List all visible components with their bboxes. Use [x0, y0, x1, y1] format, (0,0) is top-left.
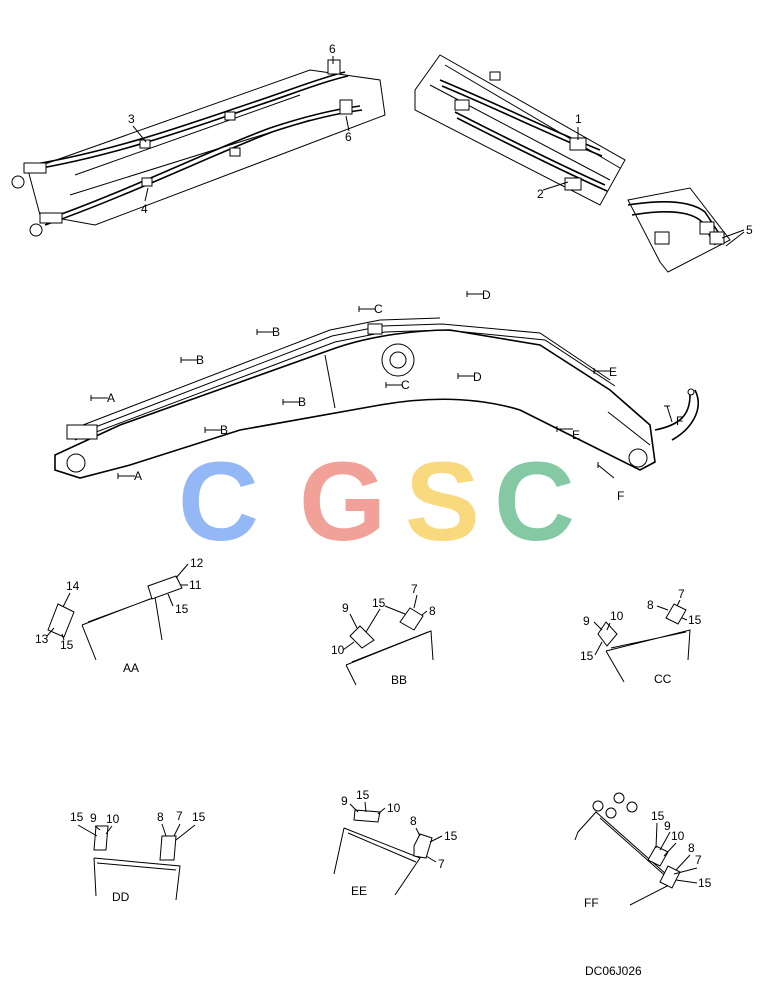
callout-aa-15a: 15: [60, 638, 74, 652]
callout-5: 5: [746, 223, 753, 237]
arm-piping-detail: [11, 59, 386, 237]
boom-base-detail: [414, 54, 626, 206]
section-ff: 15 9 10 8 7 15 FF: [574, 792, 712, 910]
marker-b3: B: [298, 395, 306, 409]
callout-dd-7: 7: [176, 809, 183, 823]
callout-bb-7: 7: [411, 582, 418, 596]
callout-aa-13: 13: [35, 632, 49, 646]
callout-ff-7: 7: [695, 853, 702, 867]
callout-aa-12: 12: [190, 556, 204, 570]
section-label-bb: BB: [391, 673, 407, 687]
section-bb: 9 15 10 7 8 BB: [331, 582, 436, 687]
marker-f1: F: [676, 414, 683, 428]
bracket-detail: [627, 187, 731, 273]
section-label-aa: AA: [123, 661, 139, 675]
callout-ee-15a: 15: [356, 788, 370, 802]
callout-4: 4: [141, 202, 148, 216]
callout-ff-8: 8: [688, 841, 695, 855]
callout-ff-9: 9: [664, 819, 671, 833]
callout-aa-11: 11: [189, 578, 202, 592]
callout-bb-10: 10: [331, 643, 345, 657]
callout-bb-9: 9: [342, 601, 349, 615]
marker-d2: D: [473, 370, 482, 384]
marker-b2: B: [272, 325, 280, 339]
callout-aa-14: 14: [66, 579, 80, 593]
marker-e1: E: [609, 365, 617, 379]
marker-b4: B: [220, 423, 228, 437]
marker-c2: C: [401, 378, 410, 392]
callout-ff-15b: 15: [698, 876, 712, 890]
drawing-code: DC06J026: [585, 964, 642, 978]
marker-b1: B: [196, 353, 204, 367]
callout-dd-8: 8: [157, 810, 164, 824]
callout-dd-10: 10: [106, 812, 120, 826]
watermark-letter-g: G: [299, 439, 386, 564]
marker-f2: F: [617, 489, 624, 503]
watermark-letter-c2: C: [494, 439, 575, 564]
callout-bb-15: 15: [372, 596, 386, 610]
callout-ee-9: 9: [341, 794, 348, 808]
watermark-letter-c1: C: [178, 439, 259, 564]
callout-cc-10: 10: [610, 609, 624, 623]
callout-ee-8: 8: [410, 814, 417, 828]
section-dd: 15 9 10 8 7 15 DD: [70, 809, 206, 904]
section-markers: A A B B B B C C D D E E F F: [90, 288, 683, 503]
callout-ee-15b: 15: [444, 829, 458, 843]
callout-ee-10: 10: [387, 801, 401, 815]
marker-a2: A: [134, 469, 142, 483]
callout-ff-15: 15: [651, 809, 665, 823]
callout-cc-8: 8: [647, 598, 654, 612]
section-aa: 14 13 15 12 11 15 AA: [35, 556, 204, 675]
marker-d1: D: [482, 288, 491, 302]
callout-2: 2: [537, 187, 544, 201]
callout-cc-15a: 15: [580, 649, 594, 663]
marker-a1: A: [107, 391, 115, 405]
callout-bb-8: 8: [429, 604, 436, 618]
callout-dd-15a: 15: [70, 810, 84, 824]
section-label-ee: EE: [351, 884, 367, 898]
section-label-cc: CC: [654, 672, 672, 686]
watermark-letter-s: S: [405, 439, 480, 564]
section-label-ff: FF: [584, 896, 599, 910]
callout-3: 3: [128, 112, 135, 126]
boom-assembly: [54, 317, 699, 479]
callout-dd-9: 9: [90, 811, 97, 825]
callout-aa-15b: 15: [175, 602, 189, 616]
callout-6-bottom: 6: [345, 130, 352, 144]
callout-ff-10: 10: [671, 829, 685, 843]
callout-dd-15b: 15: [192, 810, 206, 824]
marker-c1: C: [374, 302, 383, 316]
callout-cc-7: 7: [678, 587, 685, 601]
callout-1: 1: [575, 112, 582, 126]
cgsc-watermark: C G S C: [178, 439, 575, 564]
callout-ee-7: 7: [438, 857, 445, 871]
callout-cc-9: 9: [583, 614, 590, 628]
section-label-dd: DD: [112, 890, 130, 904]
section-ee: 9 15 10 8 15 7 EE: [333, 788, 458, 898]
callout-cc-15b: 15: [688, 613, 702, 627]
callout-6-top: 6: [329, 42, 336, 56]
section-cc: 9 10 15 8 7 15 CC: [580, 587, 702, 686]
marker-e2: E: [572, 428, 580, 442]
